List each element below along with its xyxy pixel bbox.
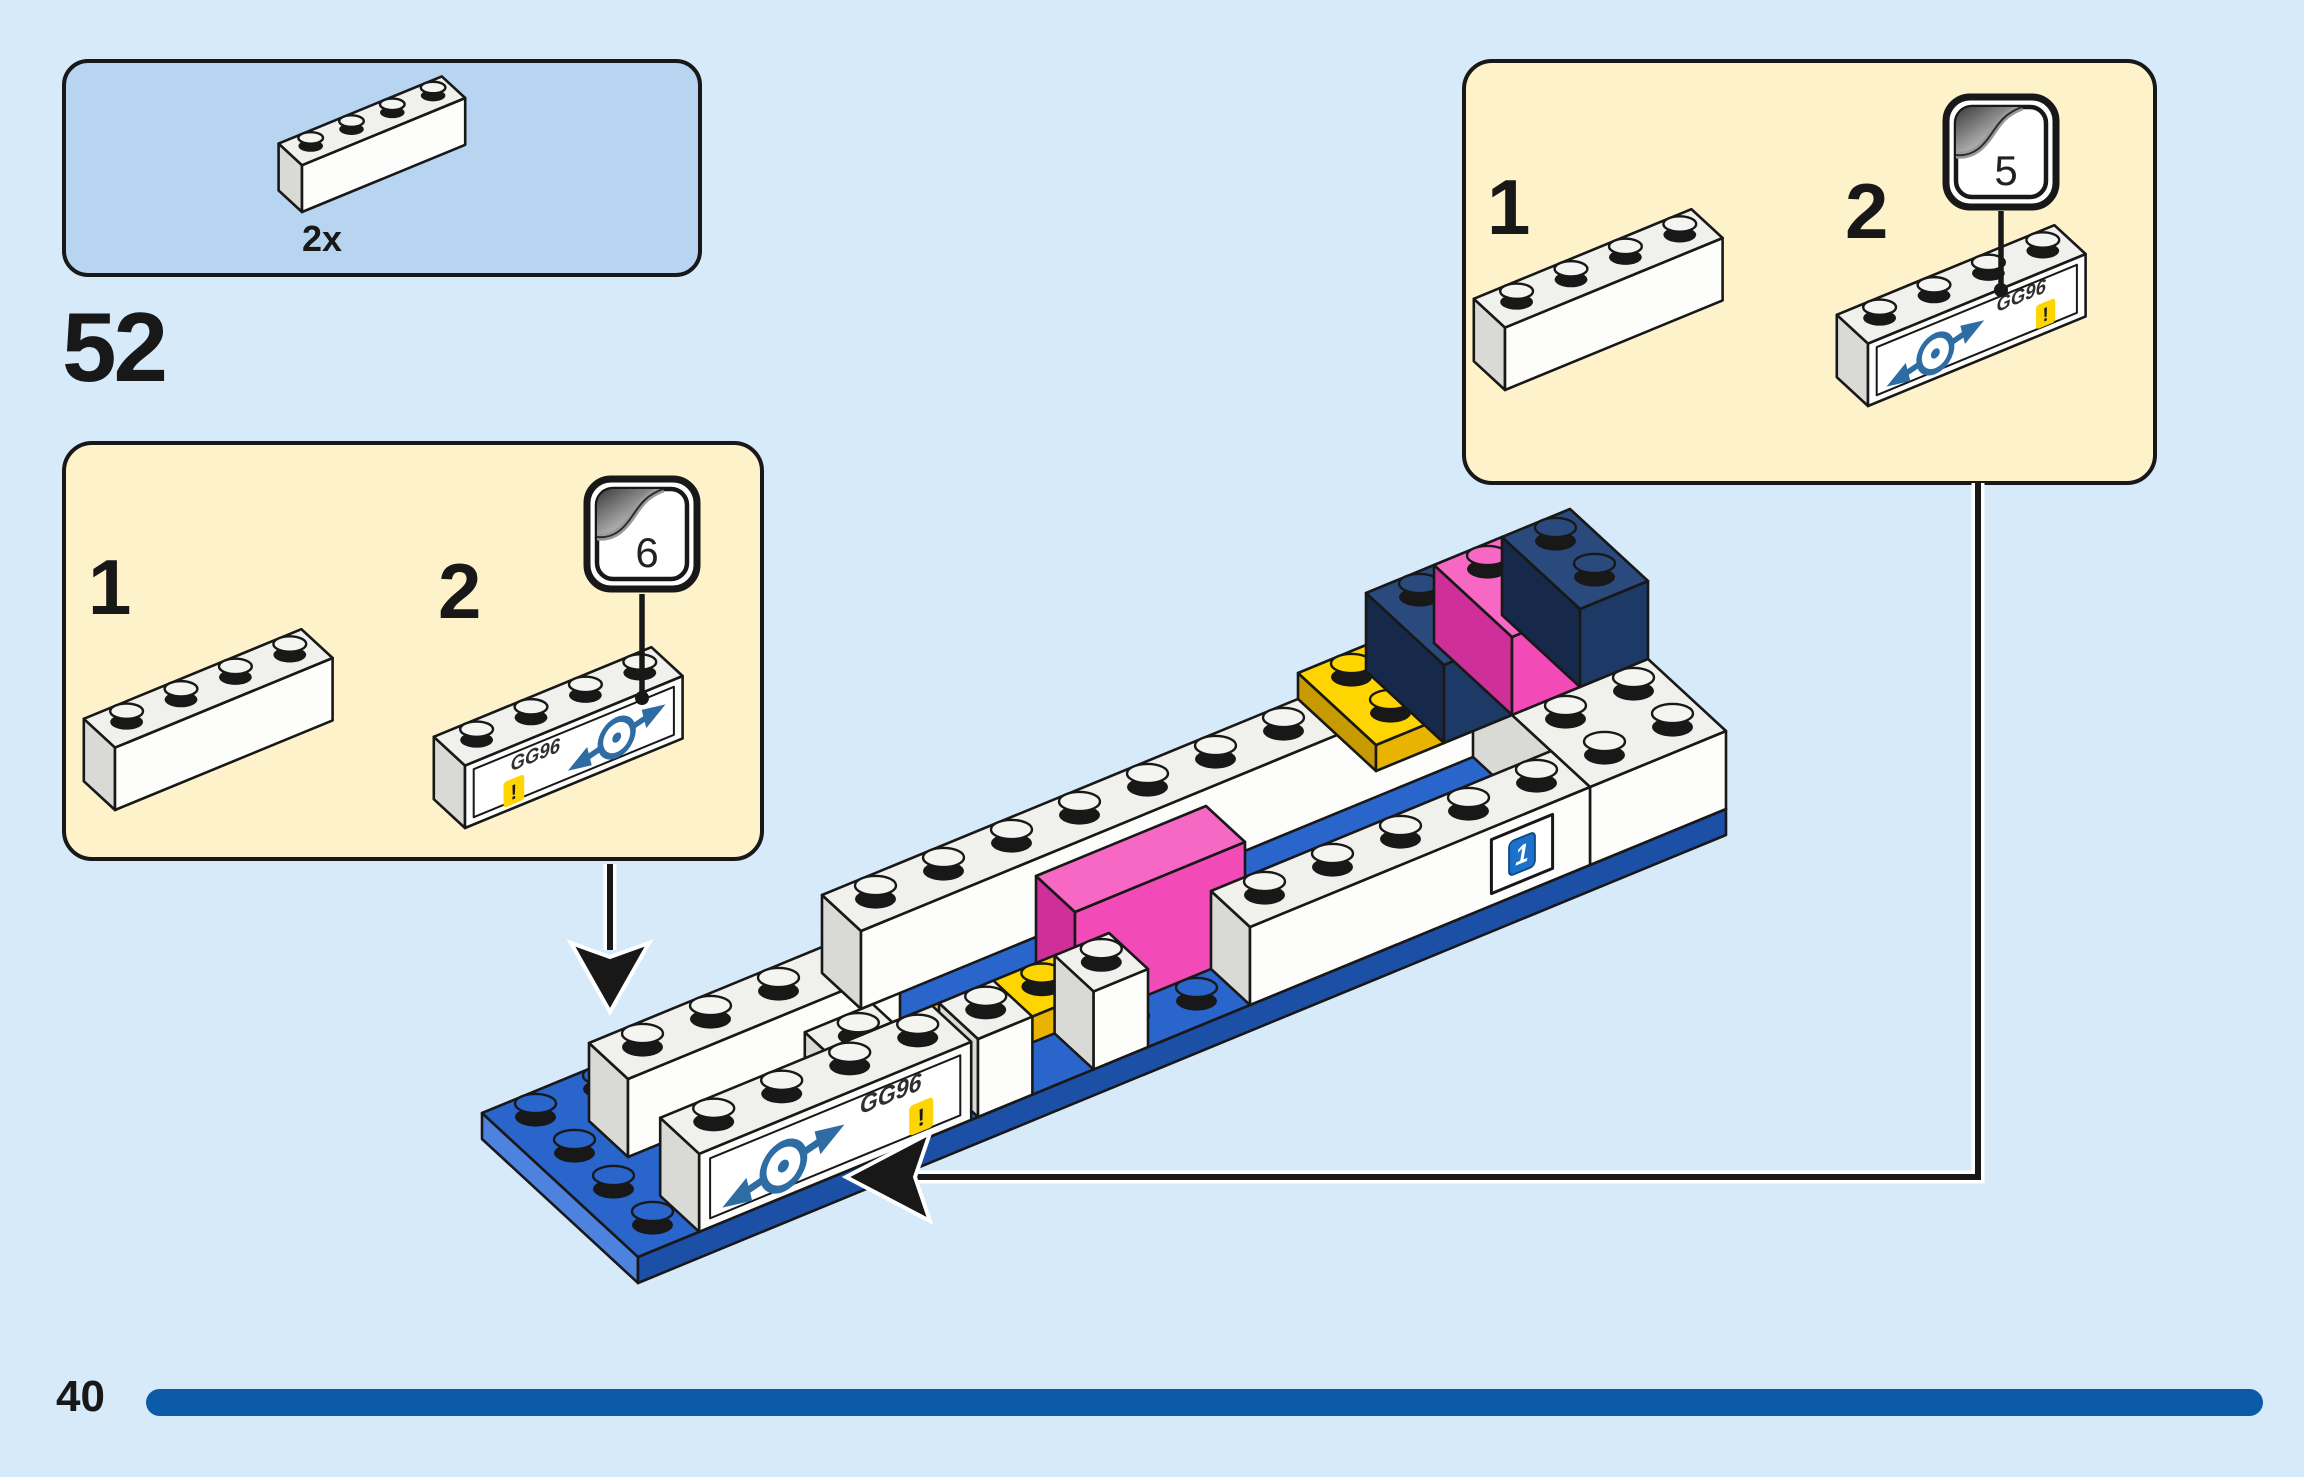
direction-logo-icon bbox=[1886, 320, 1985, 387]
warning-badge bbox=[2036, 298, 2056, 329]
sticker-text: ! bbox=[918, 1103, 925, 1133]
brick-1x4-white-parts-image bbox=[277, 75, 467, 214]
number-tile: 1 bbox=[1508, 832, 1536, 876]
page-number: 40 bbox=[56, 1372, 105, 1421]
direction-logo-icon bbox=[722, 1124, 845, 1208]
substep-2-label-right: 2 bbox=[1845, 167, 1889, 255]
parts-quantity-label: 2x bbox=[301, 218, 343, 259]
substep-1-label-left: 1 bbox=[88, 543, 132, 631]
arrow-down-icon bbox=[566, 939, 654, 1017]
arrow-left-icon bbox=[841, 1128, 934, 1226]
step-number: 52 bbox=[62, 292, 168, 402]
brick-1x4-white-right-step1 bbox=[1472, 207, 1724, 392]
callout-line-5-dot bbox=[1994, 283, 2008, 297]
callout-number: 6 bbox=[635, 529, 658, 576]
sticker-text: ! bbox=[2043, 304, 2049, 327]
substep-1-label-right: 1 bbox=[1487, 163, 1531, 251]
warning-badge bbox=[909, 1097, 934, 1136]
sticker-text: ! bbox=[511, 780, 517, 806]
callout-line-6-dot bbox=[635, 691, 649, 705]
sticker-text: 1 bbox=[1515, 836, 1528, 871]
brick-1x4-white-left-step1 bbox=[82, 627, 334, 812]
connector-line-right-box bbox=[912, 483, 1981, 1180]
brick-1x4-sticker-right-step2: GG96! bbox=[1835, 223, 2087, 408]
sticker-peel-icon bbox=[1956, 107, 2024, 159]
direction-logo-icon bbox=[567, 704, 666, 771]
sticker-peel-icon bbox=[597, 489, 665, 541]
sticker-callout-5: 5 bbox=[1942, 93, 2060, 211]
sticker-callout-6: 6 bbox=[583, 475, 701, 593]
callout-number: 5 bbox=[1994, 147, 2017, 194]
brick-1x4-sticker-on-model: GG96! bbox=[658, 1004, 973, 1234]
brick-1x4-sticker-left-step2: GG96! bbox=[432, 645, 684, 830]
warning-badge bbox=[503, 774, 525, 808]
footer-bar bbox=[146, 1389, 2263, 1416]
substep-2-label-left: 2 bbox=[438, 547, 482, 635]
connector-line-casing bbox=[912, 483, 1985, 1184]
